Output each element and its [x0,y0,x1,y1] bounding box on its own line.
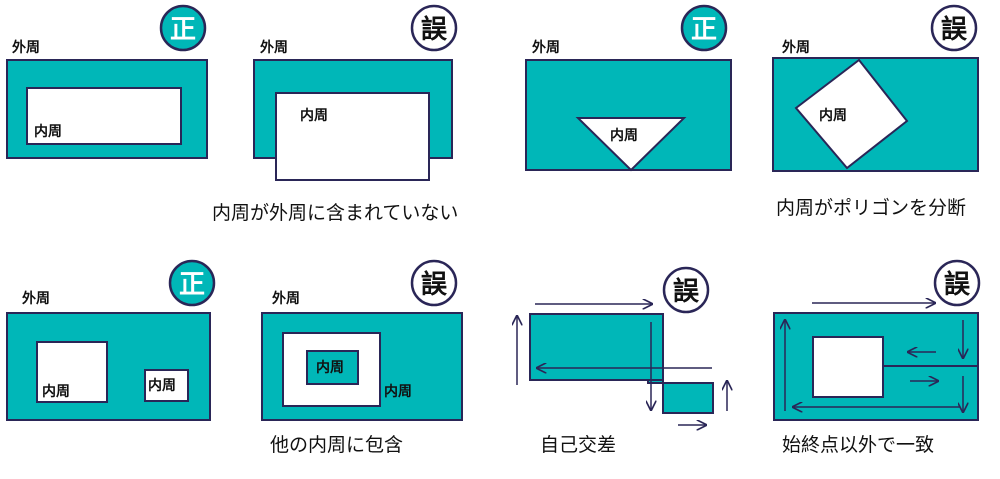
badge-wrong: 誤 [662,266,710,314]
badge-wrong: 誤 [930,4,978,52]
inner-label: 内周 [819,107,847,124]
inner-label: 内周 [610,127,638,144]
inner-label: 内周 [384,383,412,400]
ring-part-b [662,382,714,414]
svg-text:誤: 誤 [944,269,971,300]
inner-label: 内周 [300,107,328,124]
svg-text:正: 正 [170,15,196,45]
inner-label: 内周 [316,359,344,376]
inner-ring-1 [36,341,108,403]
nested-inner-ring [306,350,359,385]
panel-correct-triangle: 正 外周 内周 [525,4,732,172]
inner-ring [575,117,687,172]
panel-wrong-inner-splits: 誤 外周 内周 [772,4,979,172]
svg-text:誤: 誤 [421,14,448,45]
badge-correct: 正 [159,4,207,52]
panel-wrong-nested-inner: 誤 外周 内周 内周 [261,259,463,421]
inner-ring [26,87,182,145]
caption-splits-polygon: 内周がポリゴンを分断 [776,197,966,219]
outer-label: 外周 [782,39,810,56]
outer-label: 外周 [272,290,300,307]
caption-not-contained: 内周が外周に含まれていない [212,202,458,224]
inner-label: 内周 [34,123,62,140]
inner-ring [812,336,884,398]
outer-label: 外周 [532,39,560,56]
outer-label: 外周 [260,39,288,56]
badge-wrong: 誤 [410,4,458,52]
outer-label: 外周 [12,39,40,56]
badge-wrong: 誤 [933,259,981,307]
caption-start-end-mismatch: 始終点以外で一致 [782,434,934,456]
badge-correct: 正 [168,259,216,307]
svg-text:誤: 誤 [941,14,968,45]
panel-correct-inner-inside: 正 外周 内周 [6,4,208,159]
caption-contains-other-inner: 他の内周に包含 [270,434,403,456]
badge-correct: 正 [680,4,728,52]
inner-ring [275,92,430,181]
inner-label: 内周 [42,383,70,400]
panel-wrong-inner-not-contained: 誤 外周 内周 [253,4,458,181]
badge-wrong: 誤 [410,259,458,307]
svg-text:正: 正 [179,270,205,300]
svg-text:正: 正 [691,15,717,45]
inner-ring [794,58,909,170]
panel-wrong-self-intersection: 誤 [517,266,727,425]
panel-wrong-start-end-mismatch: 誤 [773,259,981,421]
inner-ring-2 [144,369,189,402]
svg-text:誤: 誤 [421,269,448,300]
panel-correct-two-inners: 正 外周 内周 内周 [6,259,216,421]
caption-self-intersection: 自己交差 [540,434,616,456]
ring-part-a [529,313,664,381]
outer-label: 外周 [22,290,50,307]
svg-text:誤: 誤 [673,276,700,307]
inner-label: 内周 [148,377,176,394]
